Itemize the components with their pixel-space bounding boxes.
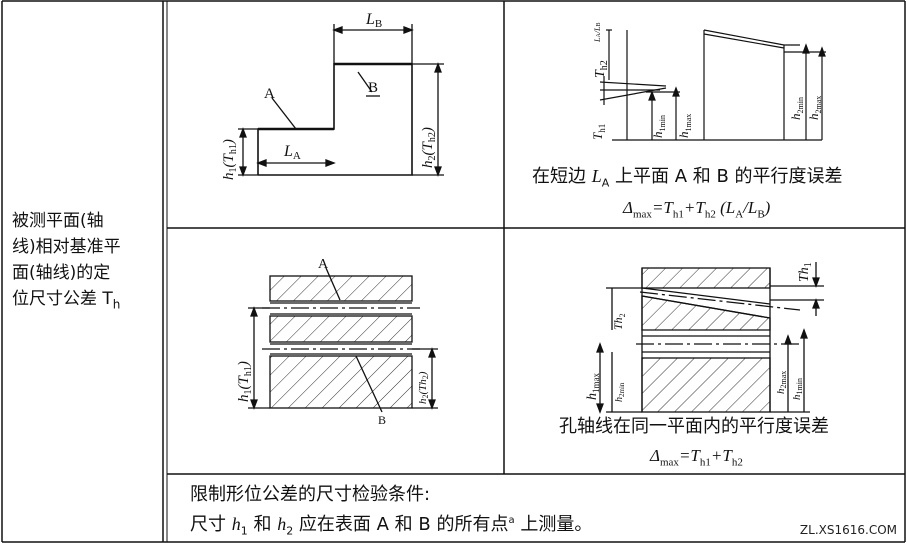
label-th2: Th2 <box>611 313 627 330</box>
label-th2: Th2 <box>593 60 610 78</box>
label-h2min: h2min <box>788 97 805 120</box>
caption-short-edge: 在短边 LA 上平面 A 和 B 的平行度误差 <box>532 166 843 190</box>
watermark: ZL.XS1616.COM <box>799 523 897 537</box>
row-label-line: 线)相对基准平 <box>12 237 121 257</box>
label-surface-a: A <box>264 86 275 102</box>
label-surface-b: B <box>378 413 386 427</box>
label-th1: Th1 <box>590 124 607 140</box>
footer-line-2: 尺寸 h1 和 h2 应在表面 A 和 B 的所有点a 上测量。 <box>190 514 593 538</box>
footer-line-1: 限制形位公差的尺寸检验条件: <box>190 484 431 505</box>
label-h1max: h1max <box>676 114 693 138</box>
row-label-line: 位尺寸公差 Th <box>12 289 121 312</box>
label-h2max: h2max <box>775 371 788 394</box>
label-h2max: h2max <box>806 96 823 120</box>
label-h1min: h1min <box>650 115 667 138</box>
row-label-line: 面(轴线)的定 <box>12 263 111 283</box>
label-surface-b: B <box>368 80 378 96</box>
caption-bore-axes: 孔轴线在同一平面内的平行度误差 <box>559 416 829 437</box>
label-la: LA <box>283 143 301 162</box>
label-h1: h1(Th1) <box>236 361 254 402</box>
label-ratio: LA/LB <box>593 23 602 44</box>
formula-bore-axes: Δmax=Th1+Th2 <box>650 446 743 469</box>
row-label: 被测平面(轴 线)相对基准平 面(轴线)的定 位尺寸公差 Th <box>12 208 160 317</box>
formula-short-edge: Δmax=Th1+Th2 (LA/LB) <box>623 198 771 221</box>
label-h2: h2(Th2) <box>420 127 438 168</box>
label-h2: h2(Th2) <box>417 371 430 404</box>
row-label-line: 被测平面(轴 <box>12 211 104 231</box>
label-lb: LB <box>365 11 382 30</box>
label-surface-a: A <box>318 257 329 272</box>
label-h1: h1(Th1) <box>221 139 239 180</box>
label-h2min: h2min <box>614 382 626 402</box>
label-h1min: h1min <box>791 378 804 400</box>
label-h1max: h1max <box>585 373 601 400</box>
label-th1: Th1 <box>797 262 814 282</box>
